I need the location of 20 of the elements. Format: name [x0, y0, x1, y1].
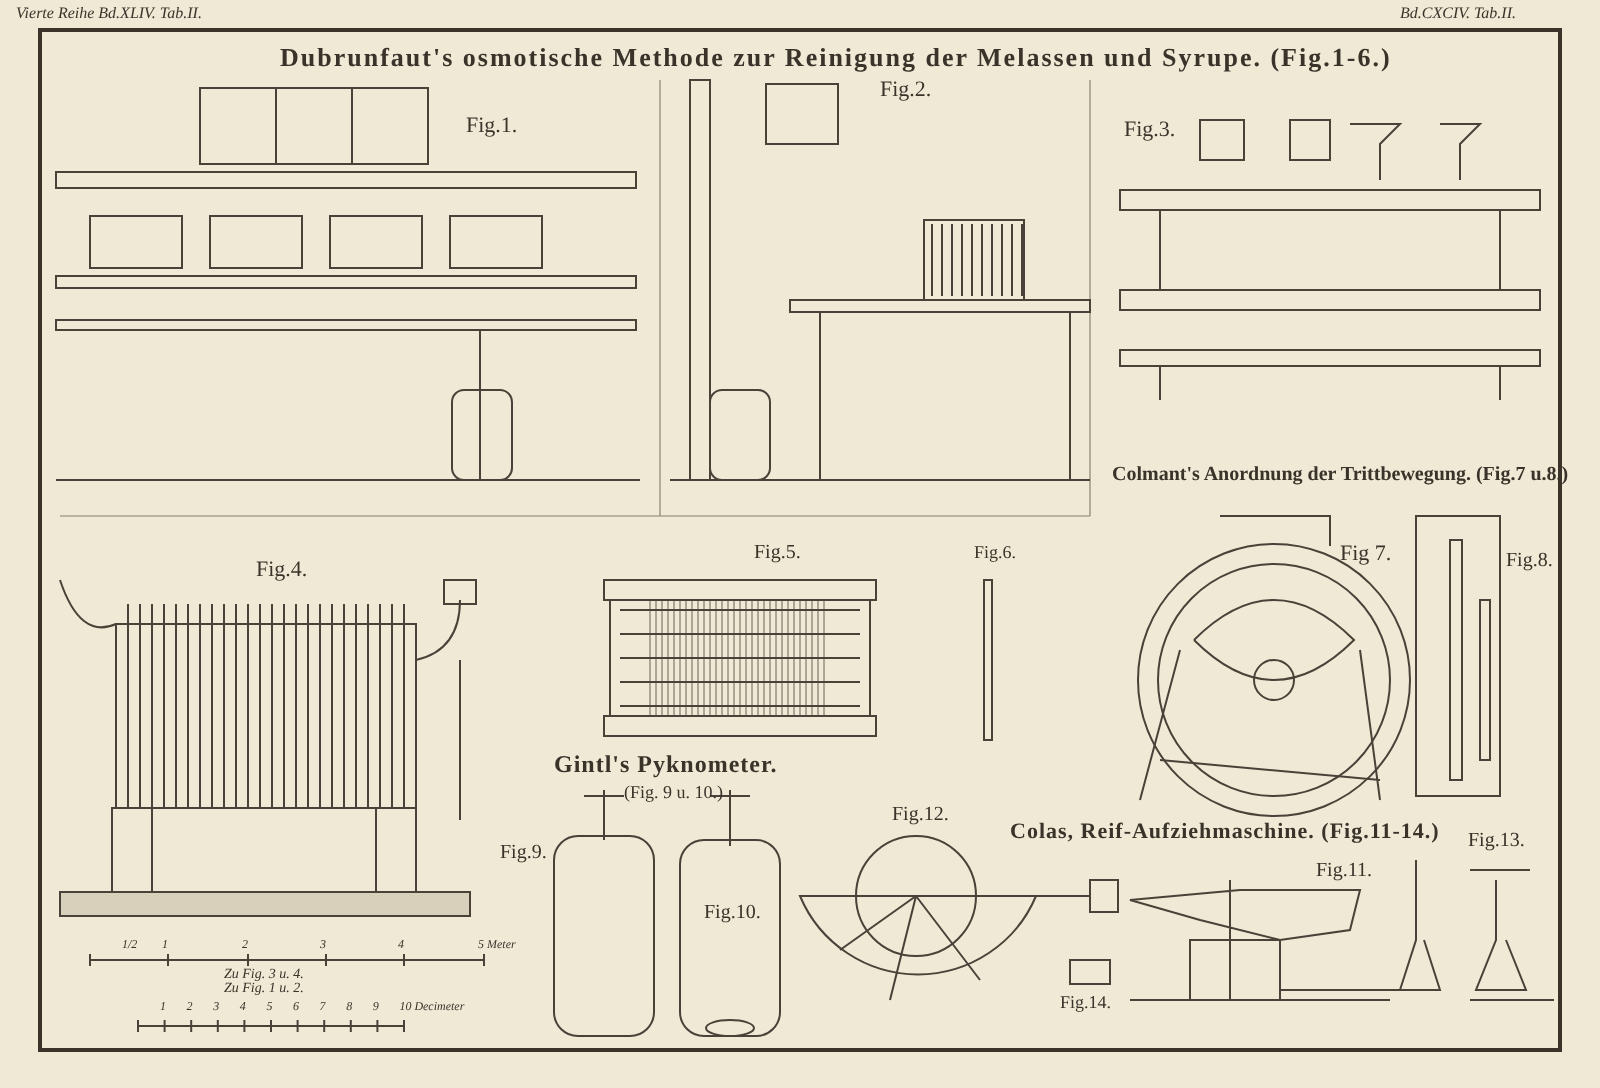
- figure-label: Fig.5.: [754, 544, 801, 564]
- plate-title: Dubrunfaut's osmotische Methode zur Reinigung der Melassen und Syrupe. (Fig.1-6.): [280, 44, 1392, 70]
- figure-label: Fig.2.: [880, 80, 932, 102]
- figure-label: Fig.11.: [1316, 862, 1372, 882]
- figure-label: Fig 7.: [1340, 544, 1392, 566]
- header-text: Vierte Reihe Bd.XLIV. Tab.II.: [16, 6, 202, 22]
- header-text: Bd.CXCIV. Tab.II.: [1400, 6, 1517, 22]
- figure-label: Fig.3.: [1124, 120, 1176, 142]
- figure-label: Fig.13.: [1468, 832, 1525, 852]
- figure-label: Fig.1.: [466, 116, 518, 138]
- figure-label: Fig.10.: [704, 904, 761, 924]
- figure-label: Fig.14.: [1060, 994, 1112, 1012]
- figure-reference: (Fig. 9 u. 10.): [624, 784, 723, 802]
- figure-label: Fig.4.: [256, 560, 308, 582]
- figure-label: Fig.8.: [1506, 552, 1553, 572]
- figure-label: Fig.9.: [500, 844, 547, 864]
- section-heading: Colas, Reif-Aufziehmaschine. (Fig.11-14.): [1010, 822, 1440, 844]
- section-heading: Gintl's Pyknometer.: [554, 752, 778, 776]
- figure-label: Fig.12.: [892, 806, 949, 826]
- figure-label: Fig.6.: [974, 544, 1017, 562]
